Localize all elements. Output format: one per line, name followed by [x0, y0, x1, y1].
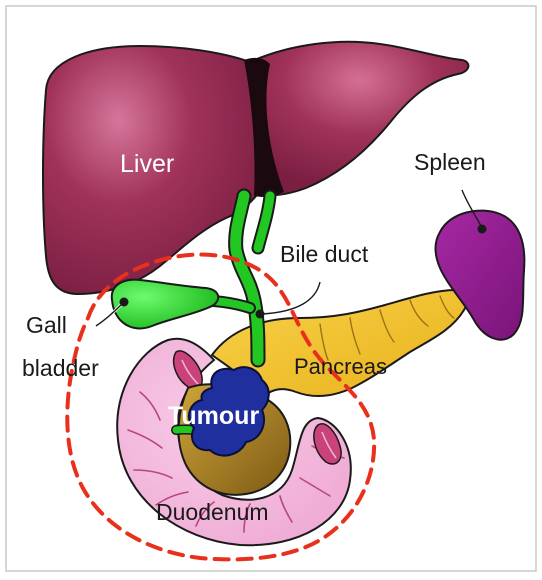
bile-duct-label: Bile duct — [280, 241, 369, 267]
liver-label: Liver — [120, 150, 174, 178]
gall-label: Gall — [26, 312, 67, 338]
duodenum-label: Duodenum — [156, 499, 269, 525]
bladder-label: bladder — [22, 355, 99, 381]
spleen-label: Spleen — [414, 149, 486, 175]
pancreas-label: Pancreas — [294, 354, 387, 379]
tumour-label: Tumour — [168, 402, 259, 430]
